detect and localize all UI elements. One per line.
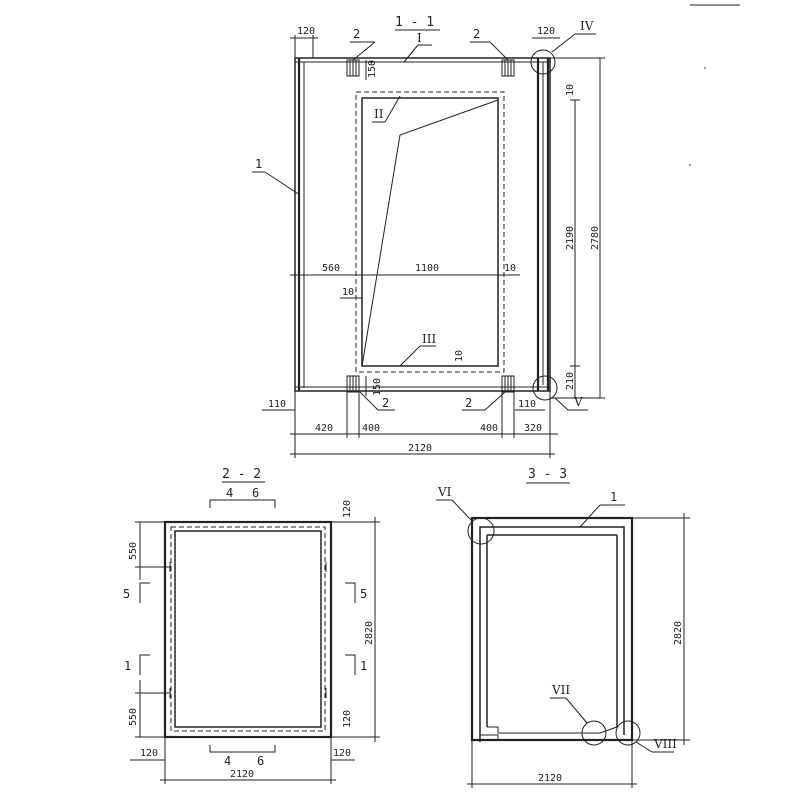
frame-2-2-dashed (170, 526, 326, 732)
callout-roman-viii: VIII (653, 737, 677, 751)
detail-circle-vii (581, 720, 607, 746)
callout-roman-iv: IV (580, 19, 594, 33)
dim-150-top: 150 (367, 60, 378, 78)
dim-10-left: 10 (342, 287, 354, 298)
callout-1-view3: 1 (610, 490, 617, 504)
dim-550-bottom: 550 (128, 708, 139, 726)
dim-120-right-top: 120 (342, 500, 353, 518)
callout-1-right: 1 (360, 659, 367, 673)
dim-2120-top: 2120 (408, 443, 432, 454)
dim-top-120-right: 120 (537, 26, 555, 37)
frame-2-2-outer (163, 520, 333, 739)
dim-320: 320 (524, 423, 542, 434)
dim-550-top: 550 (128, 542, 139, 560)
dim-110-right: 110 (518, 399, 536, 410)
frame-3-3-inner (479, 526, 625, 742)
frame-3-3-outer (470, 516, 634, 742)
dim-10-row: 10 (504, 263, 516, 274)
section-title-1-1: 1 - 1 (395, 15, 434, 30)
section-2-2-view: 2 - 2 4 6 5 5 1 1 550 550 (123, 467, 380, 784)
dim-150-bottom: 150 (372, 378, 383, 396)
dim-420: 420 (315, 423, 333, 434)
dim-110-left: 110 (268, 399, 286, 410)
opening-dashed-outline (355, 91, 505, 373)
dim-2780: 2780 (590, 226, 601, 250)
door-leaf-line (361, 99, 499, 367)
callout-2-tr: 2 (473, 27, 480, 41)
dim-400-right: 400 (480, 423, 498, 434)
callout-2-bl: 2 (382, 396, 389, 410)
dim-560: 560 (322, 263, 340, 274)
callout-roman-i: I (417, 31, 422, 45)
callout-roman-vii: VII (551, 683, 570, 697)
detail-circle-vi (467, 517, 495, 545)
callout-1-top: 1 (255, 157, 262, 171)
detail-circle-viii (615, 720, 641, 746)
callout-2-br: 2 (465, 396, 472, 410)
callout-4-bottom: 4 (224, 754, 231, 768)
section-3-3-view: 3 - 3 VI VII VIII 1 2820 2120 (436, 467, 690, 788)
dim-2820-right-view: 2820 (673, 621, 684, 645)
callout-roman-iii: III (422, 332, 436, 346)
dim-120-bottom-left: 120 (140, 748, 158, 759)
callout-roman-ii: II (374, 107, 384, 121)
callout-roman-vi: VI (437, 485, 452, 499)
callout-2-tl: 2 (353, 27, 360, 41)
dim-10-top-right: 10 (565, 84, 576, 96)
dim-top-120-left: 120 (297, 26, 315, 37)
detail-circle-iv (530, 49, 556, 75)
section-title-2-2: 2 - 2 (222, 467, 261, 482)
callout-5-right: 5 (360, 587, 367, 601)
callout-5-left: 5 (123, 587, 130, 601)
dim-120-bottom-right: 120 (333, 748, 351, 759)
dim-1100: 1100 (415, 263, 439, 274)
callout-1-left: 1 (124, 659, 131, 673)
dim-120-right-bottom: 120 (342, 710, 353, 728)
dim-2190: 2190 (565, 226, 576, 250)
callout-6-top: 6 (252, 486, 259, 500)
callout-6-bottom: 6 (257, 754, 264, 768)
door-opening (361, 97, 499, 367)
dim-210: 210 (565, 372, 576, 390)
dim-400-left: 400 (362, 423, 380, 434)
dim-2120-left-view: 2120 (230, 769, 254, 780)
wall-frame-outer (294, 57, 551, 392)
dim-10-bottom: 10 (454, 350, 465, 362)
dim-2120-right-view: 2120 (538, 773, 562, 784)
dim-2820-left-view: 2820 (364, 621, 375, 645)
section-title-3-3: 3 - 3 (528, 467, 567, 482)
callout-roman-v: V (573, 395, 583, 409)
detail-circle-v (532, 375, 558, 401)
frame-2-2-inner (174, 530, 322, 728)
callout-4-top: 4 (226, 486, 233, 500)
section-1-1-view: 1 - 1 1 (252, 15, 605, 458)
